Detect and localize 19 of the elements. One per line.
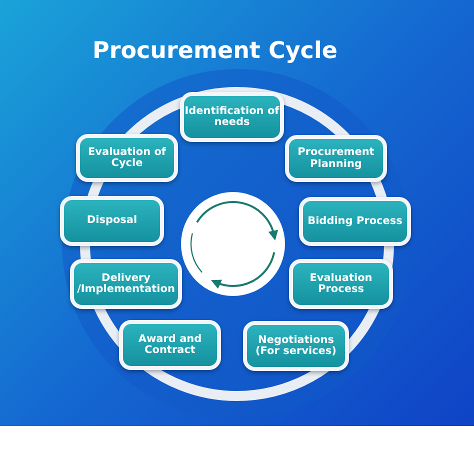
step-box bbox=[76, 134, 178, 182]
step-label: Evaluation Process bbox=[308, 272, 374, 296]
step-label: Award and Contract bbox=[137, 334, 203, 356]
step-box bbox=[180, 92, 284, 142]
step-box bbox=[289, 259, 393, 309]
step-label: Disposal bbox=[86, 215, 138, 226]
diagram-title: Procurement Cycle bbox=[92, 38, 338, 64]
step-label: Evaluation of Cycle bbox=[86, 146, 167, 170]
step-box bbox=[285, 135, 387, 182]
step-label: Bidding Process bbox=[308, 216, 402, 227]
step-label: Delivery /Implementation bbox=[76, 272, 176, 296]
step-box bbox=[70, 259, 182, 309]
step-label: Procurement Planning bbox=[296, 147, 376, 170]
step-box bbox=[299, 197, 411, 246]
step-label: Negotiations (For services) bbox=[254, 334, 338, 358]
step-box bbox=[243, 321, 349, 371]
step-box bbox=[119, 320, 221, 370]
step-box bbox=[60, 196, 164, 246]
step-label: Identification of needs bbox=[184, 106, 280, 128]
